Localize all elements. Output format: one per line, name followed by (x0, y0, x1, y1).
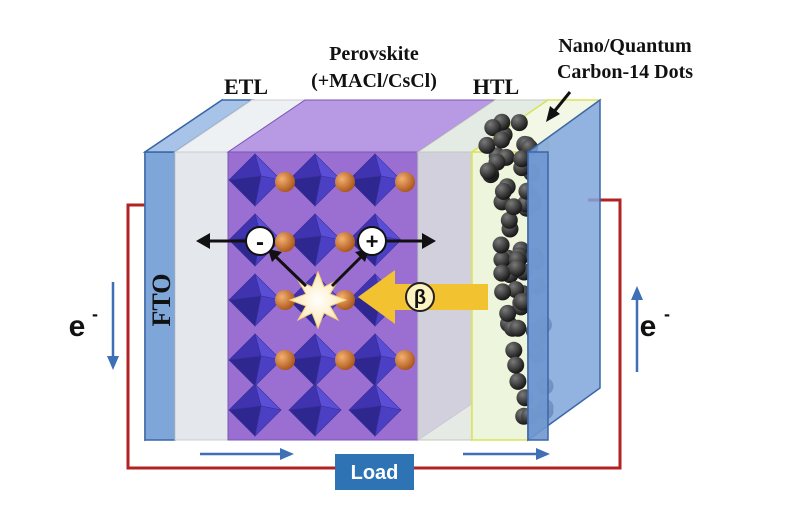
octahedron-face (288, 175, 322, 207)
cation-sphere (335, 350, 355, 370)
octahedron-face (348, 405, 382, 437)
load-label: Load (351, 462, 399, 484)
minus-sign: - (256, 229, 264, 256)
octahedron-face (348, 355, 382, 387)
octahedron-face (228, 355, 262, 387)
carbon-dot (478, 136, 496, 154)
carbon-dot (479, 162, 497, 180)
carbon-dot (505, 198, 523, 216)
carbon-dot (484, 119, 502, 137)
electron-right-sup: - (664, 304, 670, 324)
cation-spheres (275, 172, 415, 370)
octahedra-lattice (228, 152, 402, 437)
dots-pointer (546, 91, 572, 122)
hole-charge: + (357, 226, 387, 256)
carbon-dot (494, 182, 512, 200)
beta-symbol: β (414, 287, 426, 309)
carbon-dot (509, 319, 527, 337)
cation-sphere (335, 172, 355, 192)
carbon-dot (493, 264, 511, 282)
perovskite-label: Perovskite (329, 43, 419, 65)
carbon-dot (500, 211, 518, 229)
fto-label: FTO (147, 274, 176, 327)
cation-sphere (275, 172, 295, 192)
electron-charge: - (245, 226, 275, 256)
beta-circle (405, 282, 435, 312)
cation-sphere (275, 350, 295, 370)
octahedron-face (228, 405, 262, 437)
cation-sphere (395, 172, 415, 192)
electron-right-label: e (640, 310, 657, 343)
carbon-dot (513, 150, 531, 168)
octahedron-face (228, 175, 262, 207)
carbon-dot (494, 283, 512, 301)
external-circuit (126, 198, 622, 470)
octahedron-face (228, 295, 262, 327)
cation-sphere (335, 232, 355, 252)
octahedron-face (288, 355, 322, 387)
carbon-dot (499, 304, 517, 322)
electron-flow-right: e - (631, 286, 670, 372)
octahedron-face (348, 175, 382, 207)
cation-sphere (275, 290, 295, 310)
carbon-dot (509, 372, 527, 390)
carbon-dot (505, 341, 523, 359)
charge-arrows (196, 233, 436, 288)
dots-label-line2: Carbon-14 Dots (557, 61, 693, 83)
etl-label: ETL (224, 74, 268, 99)
beta-arrow: β (358, 270, 488, 324)
carbon-dot (507, 356, 525, 374)
carbon-dot (493, 251, 511, 269)
octahedron-face (288, 235, 322, 267)
current-flow-arrows (200, 448, 550, 460)
load-box: Load (335, 454, 414, 490)
electron-flow-left: e - (69, 282, 119, 370)
perovskite-additive-label: (+MACl/CsCl) (311, 70, 437, 92)
cation-sphere (275, 232, 295, 252)
carbon-dot (510, 114, 528, 132)
electron-left-label: e (69, 310, 86, 343)
carbon-dot (493, 131, 511, 149)
electron-left-sup: - (92, 304, 98, 324)
back-electrode (527, 98, 601, 442)
cation-sphere (395, 350, 415, 370)
htl-label: HTL (473, 74, 519, 99)
dots-label-line1: Nano/Quantum (558, 35, 692, 57)
carbon-dot (492, 236, 510, 254)
octahedron-face (288, 405, 322, 437)
carbon-dot (508, 259, 526, 277)
htl-layer (469, 98, 603, 442)
plus-sign: + (366, 229, 379, 254)
